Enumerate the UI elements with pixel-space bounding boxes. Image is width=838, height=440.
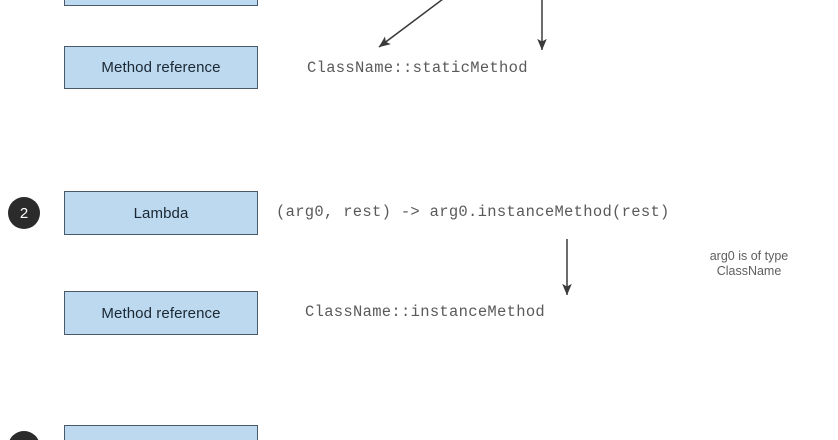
lambda-box-2[interactable]: Lambda bbox=[64, 191, 258, 235]
code-instance-method-reference: ClassName::instanceMethod bbox=[305, 303, 546, 321]
step-bullet-2-number: 2 bbox=[19, 204, 29, 222]
method-reference-box-1[interactable]: Method reference bbox=[64, 46, 258, 89]
lambda-box-clipped-top[interactable] bbox=[64, 0, 258, 6]
code-instance-lambda: (arg0, rest) -> arg0.instanceMethod(rest… bbox=[276, 203, 670, 221]
step-bullet-3-number: 3 bbox=[20, 439, 28, 440]
code-static-method-reference: ClassName::staticMethod bbox=[307, 59, 528, 77]
lambda-box-clipped-bottom[interactable] bbox=[64, 425, 258, 440]
method-reference-box-2[interactable]: Method reference bbox=[64, 291, 258, 335]
diagonal-arrow-to-classname bbox=[378, 0, 443, 48]
lambda-box-2-label: Lambda bbox=[133, 204, 189, 222]
method-reference-box-2-label: Method reference bbox=[101, 304, 221, 322]
method-reference-box-1-label: Method reference bbox=[101, 59, 221, 76]
step-bullet-3[interactable]: 3 bbox=[8, 431, 40, 440]
step-bullet-2[interactable]: 2 bbox=[8, 197, 40, 229]
arg0-type-note: arg0 is of type ClassName bbox=[709, 249, 789, 278]
